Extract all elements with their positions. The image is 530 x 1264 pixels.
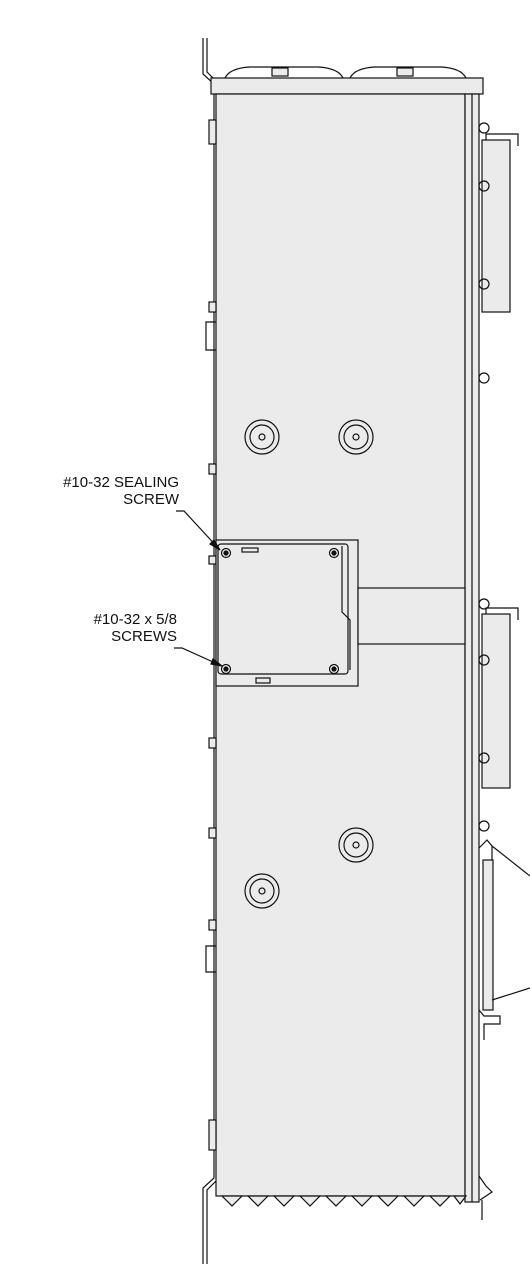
conduit-pipe bbox=[357, 587, 466, 645]
junction-box-screws bbox=[220, 547, 340, 675]
sealing-screw-label-line2: SCREW bbox=[123, 491, 179, 508]
bottom-right-hinge bbox=[478, 839, 530, 1220]
mount-screws-leader bbox=[174, 647, 223, 667]
top-lid bbox=[210, 66, 484, 95]
bottom-louvres bbox=[220, 1195, 468, 1207]
screw-bottom-right bbox=[328, 663, 340, 675]
upper-right-bracket bbox=[478, 122, 519, 384]
right-side-rail bbox=[464, 93, 480, 1203]
sealing-screw-label: #10-32 SEALING SCREW bbox=[63, 474, 179, 508]
screw-top-right bbox=[328, 547, 340, 559]
mount-screws-label: #10-32 x 5/8 SCREWS bbox=[94, 611, 177, 645]
sealing-screw-leader bbox=[176, 510, 221, 551]
mount-screws-label-line2: SCREWS bbox=[111, 628, 177, 645]
mount-screws-label-line1: #10-32 x 5/8 bbox=[93, 611, 177, 628]
screw-top-left bbox=[220, 547, 232, 559]
lower-right-knockout bbox=[338, 827, 374, 863]
upper-left-knockout bbox=[244, 419, 280, 455]
lower-left-knockout bbox=[244, 873, 280, 909]
lower-right-bracket bbox=[478, 598, 519, 832]
screw-bottom-left bbox=[220, 663, 232, 675]
left-mounting-bracket bbox=[202, 38, 218, 1264]
junction-box bbox=[215, 539, 359, 687]
sealing-screw-label-line1: #10-32 SEALING bbox=[63, 474, 179, 491]
left-side-tabs bbox=[205, 119, 217, 1151]
upper-right-knockout bbox=[338, 419, 374, 455]
